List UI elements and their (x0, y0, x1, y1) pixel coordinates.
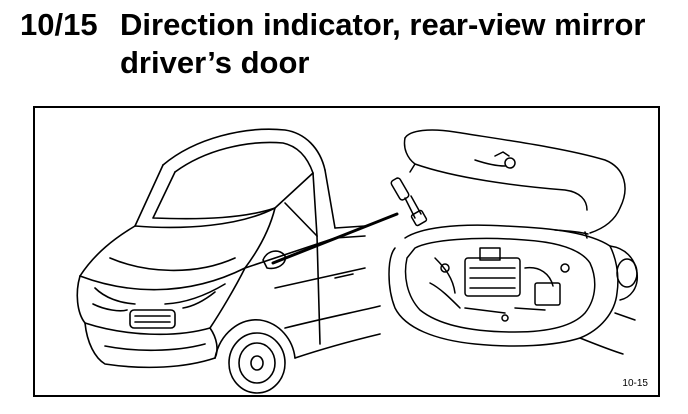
mirror-exploded-view (388, 129, 639, 355)
section-heading: 10/15 Direction indicator, rear-view mir… (20, 6, 680, 82)
illustration-drawing (76, 128, 639, 394)
pointer-line (271, 212, 399, 265)
heading-line-2: driver’s door (20, 44, 680, 82)
heading-line-1: 10/15 Direction indicator, rear-view mir… (20, 6, 680, 44)
car-illustration (76, 128, 381, 394)
illustration-frame: 10-15 (33, 106, 660, 397)
indicator-unit (390, 177, 428, 227)
figure-id: 10-15 (622, 378, 648, 389)
section-title: Direction indicator, rear-view mirror (120, 7, 646, 42)
section-title-continued: driver’s door (120, 45, 310, 80)
section-number: 10/15 (20, 7, 98, 42)
